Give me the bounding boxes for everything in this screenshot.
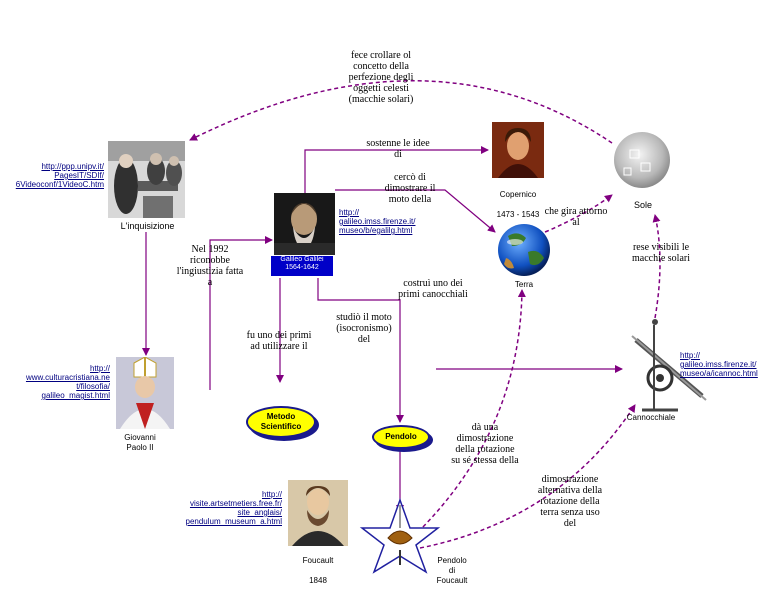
label-fece-crollare: fece crollare ol concetto della perfezio…: [348, 50, 414, 105]
inquisizione-caption: L'inquisizione: [120, 221, 175, 231]
galileo-caption: Galileo Galilei 1564-1642: [271, 256, 333, 276]
copernico-image: [492, 122, 544, 178]
foucault-year: 1848: [309, 576, 327, 585]
giovanni-paolo-image: [116, 357, 174, 429]
inquisizione-link[interactable]: http://ppp.unipv.it/ PagesIT/SDIf/ 6Vide…: [15, 162, 104, 189]
label-sostenne: sostenne le idee di: [366, 138, 430, 160]
telescope-image: [631, 319, 707, 412]
inquisizione-image: [108, 141, 185, 218]
edge-foucault-cannocchiale: [419, 404, 636, 549]
label-gira-attorno: che gira attorno al: [544, 206, 608, 228]
sole-caption: Sole: [633, 200, 652, 210]
edge-galileo-pendolo: [317, 278, 404, 423]
papa-link[interactable]: http:// www.culturacristiana.ne t/filoso…: [25, 364, 110, 400]
terra-caption: Terra: [514, 280, 534, 289]
galileo-link[interactable]: http:// galileo.imss.firenze.it/ museo/b…: [339, 208, 416, 235]
label-nel-1992: Nel 1992 riconobbe l'ingiustizia fatta a: [176, 244, 244, 288]
metodo-scientifico-node[interactable]: Metodo Scientifico: [246, 406, 316, 438]
label-studio: studiò il moto (isocronismo) del: [336, 312, 392, 345]
edge-papa-galileo: [209, 236, 273, 390]
pendolo-node[interactable]: Pendolo: [372, 425, 430, 449]
cannocchiale-caption: Cannocchiale: [626, 413, 676, 422]
sun-image: [614, 132, 670, 188]
edge-galileo-terra: [335, 189, 496, 233]
edge-terra-sole: [544, 194, 613, 233]
edge-galileo-copernico: [304, 146, 489, 195]
label-da-una: dà una dimostrazione della rotazione su …: [451, 422, 519, 466]
label-cerco: cercò di dimostrare il moto della: [384, 172, 436, 205]
foucault-caption: Foucault 1848: [288, 546, 348, 586]
copernico-dates: 1473 - 1543: [496, 210, 540, 219]
cannocchiale-link[interactable]: http:// galileo.imss.firenze.it/ museo/a…: [680, 351, 758, 378]
edge-sole-inquisizione: [189, 80, 613, 144]
foucault-name: Foucault: [302, 556, 334, 565]
earth-image: [498, 224, 550, 276]
label-fu-uno: fu uno dei primi ad utilizzare il: [246, 330, 312, 352]
copernico-caption: Copernico 1473 - 1543: [488, 180, 548, 220]
label-rese-visibili: rese visibili le macchie solari: [631, 242, 691, 264]
label-dim-alternativa: dimostrazione alternativa della rotazion…: [537, 474, 603, 529]
foucault-link[interactable]: http:// visite.artsetmetiers.free.fr/ si…: [185, 490, 283, 526]
pendolo-foucault-caption: Pendolo di Foucault: [436, 556, 468, 585]
edge-foucault-terra: [417, 289, 526, 533]
galileo-image: [274, 193, 335, 255]
copernico-name: Copernico: [499, 190, 537, 199]
foucault-pendulum-image: [359, 497, 441, 574]
giovanni-paolo-caption: Giovanni Paolo II: [124, 433, 156, 452]
edge-cannocchiale-sole: [652, 214, 661, 319]
label-costrui: costruì uno dei primi canocchiali: [398, 278, 468, 300]
foucault-image: [288, 480, 348, 546]
